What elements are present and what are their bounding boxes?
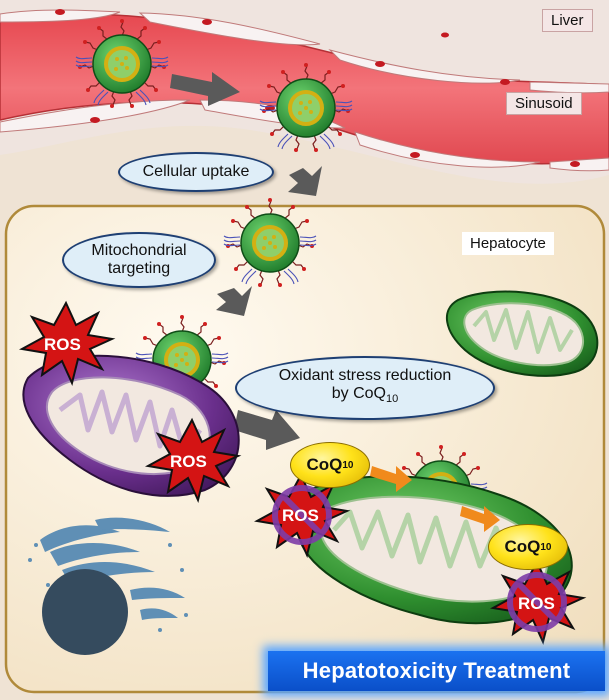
coq10-text-1: CoQ bbox=[306, 455, 343, 474]
ros-label-2: ROS bbox=[170, 452, 207, 471]
oxidant-line2-prefix: by CoQ bbox=[331, 385, 386, 403]
step-mitochondrial-targeting: Mitochondrial targeting bbox=[62, 232, 216, 288]
oxidant-line2-sub: 10 bbox=[386, 393, 399, 406]
step-cellular-uptake: Cellular uptake bbox=[118, 152, 274, 192]
mito-targeting-line2: targeting bbox=[107, 260, 171, 277]
oxidant-line2: by CoQ10 bbox=[332, 385, 399, 408]
label-sinusoid: Sinusoid bbox=[506, 92, 582, 115]
coq10-sub-1: 10 bbox=[342, 459, 354, 471]
coq10-text-2: CoQ bbox=[504, 537, 541, 556]
ros-label-4: ROS bbox=[518, 594, 555, 613]
ros-label-1: ROS bbox=[44, 335, 81, 354]
label-hepatocyte: Hepatocyte bbox=[462, 232, 554, 255]
mito-targeting-line1: Mitochondrial bbox=[91, 242, 187, 259]
step-oxidant-stress-reduction: Oxidant stress reduction by CoQ10 bbox=[235, 356, 495, 420]
title-banner: Hepatotoxicity Treatment bbox=[268, 651, 605, 691]
coq10-sub-2: 10 bbox=[540, 541, 552, 553]
oxidant-line1: Oxidant stress reduction bbox=[278, 367, 452, 385]
label-liver: Liver bbox=[542, 9, 593, 32]
ros-label-3: ROS bbox=[282, 506, 319, 525]
cellular-uptake-text: Cellular uptake bbox=[142, 163, 250, 180]
